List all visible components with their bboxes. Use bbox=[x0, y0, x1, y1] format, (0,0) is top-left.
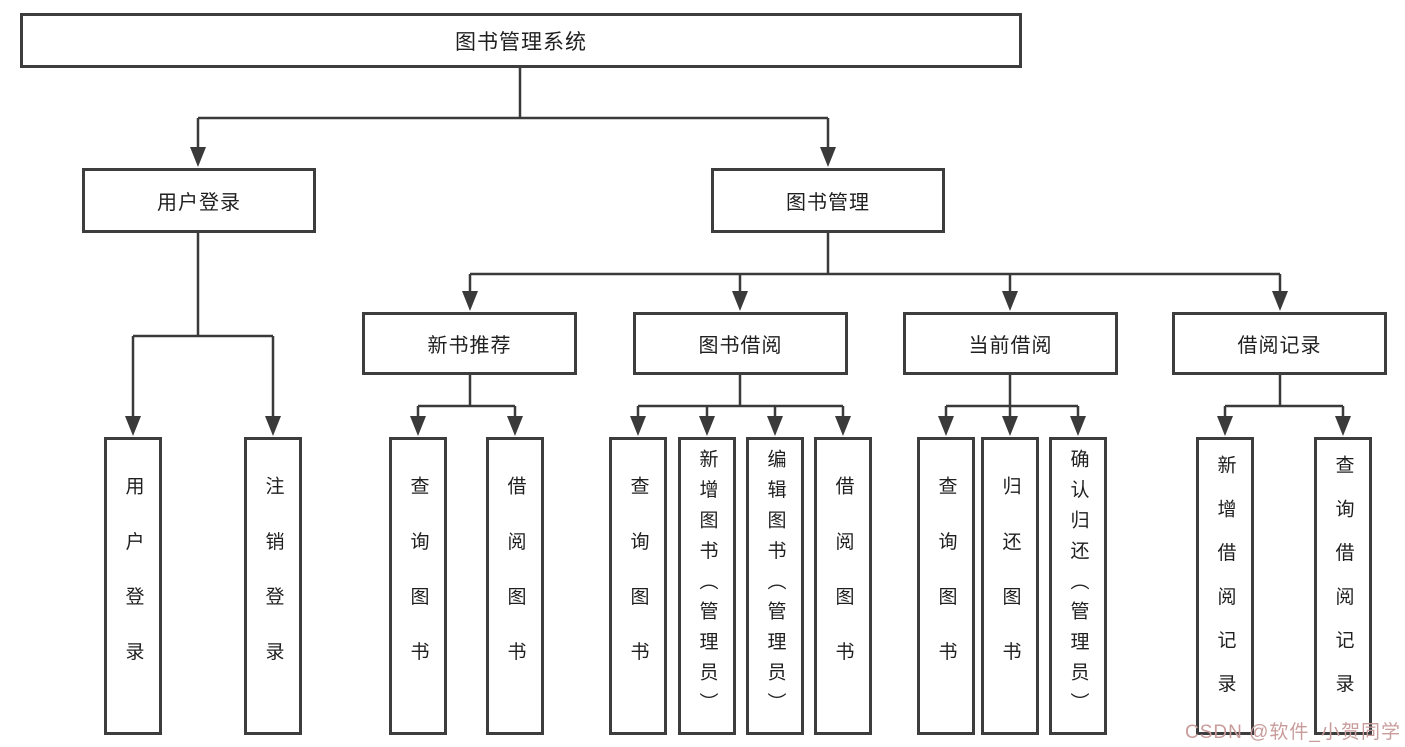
arrow-down-icon bbox=[507, 416, 523, 436]
node-current-borrow: 当前借阅 bbox=[903, 312, 1118, 375]
node-label: 借阅图书 bbox=[832, 475, 854, 697]
node-borrow-book-1: 借阅图书 bbox=[486, 437, 544, 735]
connector-borrow-record-to-children bbox=[1223, 375, 1345, 418]
arrow-down-icon bbox=[1070, 416, 1086, 436]
arrow-down-icon bbox=[125, 416, 141, 436]
connector-root-to-level2 bbox=[196, 68, 830, 150]
node-return-book: 归还图书 bbox=[981, 437, 1039, 735]
node-borrow-book-2: 借阅图书 bbox=[814, 437, 872, 735]
node-query-book-1: 查询图书 bbox=[389, 437, 447, 735]
node-label: 确认归还（管理员） bbox=[1067, 449, 1089, 723]
node-logout: 注销登录 bbox=[244, 437, 302, 735]
node-label: 查询图书 bbox=[935, 475, 957, 697]
node-add-book-admin: 新增图书（管理员） bbox=[678, 437, 736, 735]
arrow-down-icon bbox=[835, 416, 851, 436]
node-user-login: 用户登录 bbox=[104, 437, 162, 735]
arrow-down-icon bbox=[820, 147, 836, 167]
arrow-down-icon bbox=[630, 416, 646, 436]
arrow-down-icon bbox=[732, 291, 748, 311]
connector-book-borrow-to-children bbox=[636, 375, 845, 418]
arrow-down-icon bbox=[1217, 416, 1233, 436]
arrow-down-icon bbox=[938, 416, 954, 436]
node-label: 查询图书 bbox=[407, 475, 429, 697]
node-label: 归还图书 bbox=[999, 475, 1021, 697]
arrow-down-icon bbox=[190, 147, 206, 167]
node-label: 编辑图书（管理员） bbox=[764, 449, 786, 723]
arrow-down-icon bbox=[410, 416, 426, 436]
arrow-down-icon bbox=[265, 416, 281, 436]
node-book-management-group: 图书管理 bbox=[711, 168, 945, 233]
arrow-down-icon bbox=[1002, 416, 1018, 436]
arrow-down-icon bbox=[1002, 291, 1018, 311]
node-label: 新增借阅记录 bbox=[1214, 454, 1236, 718]
csdn-watermark: CSDN @软件_小贺同学 bbox=[1185, 722, 1401, 743]
node-edit-book-admin: 编辑图书（管理员） bbox=[746, 437, 804, 735]
node-label: 注销登录 bbox=[262, 475, 284, 697]
node-borrow-record: 借阅记录 bbox=[1172, 312, 1387, 375]
connector-book-mgmt-to-level3 bbox=[468, 233, 1282, 294]
node-library-system: 图书管理系统 bbox=[20, 13, 1022, 68]
arrow-down-icon bbox=[1272, 291, 1288, 311]
connector-user-login-to-children bbox=[131, 233, 275, 418]
arrow-down-icon bbox=[1335, 416, 1351, 436]
node-book-borrow: 图书借阅 bbox=[633, 312, 848, 375]
node-label: 用户登录 bbox=[122, 475, 144, 697]
node-user-login-group: 用户登录 bbox=[82, 168, 316, 233]
node-query-book-2: 查询图书 bbox=[609, 437, 667, 735]
node-add-borrow-record: 新增借阅记录 bbox=[1196, 437, 1254, 735]
node-label: 借阅图书 bbox=[504, 475, 526, 697]
node-label: 查询借阅记录 bbox=[1332, 454, 1354, 718]
connector-current-borrow-to-children bbox=[944, 375, 1080, 418]
arrow-down-icon bbox=[767, 416, 783, 436]
node-label: 新增图书（管理员） bbox=[696, 449, 718, 723]
arrow-down-icon bbox=[462, 291, 478, 311]
connector-new-book-to-children bbox=[416, 375, 517, 418]
node-confirm-return-admin: 确认归还（管理员） bbox=[1049, 437, 1107, 735]
arrow-down-icon bbox=[699, 416, 715, 436]
node-new-book-recommend: 新书推荐 bbox=[362, 312, 577, 375]
node-label: 查询图书 bbox=[627, 475, 649, 697]
node-query-book-3: 查询图书 bbox=[917, 437, 975, 735]
node-query-borrow-record: 查询借阅记录 bbox=[1314, 437, 1372, 735]
connector-arrowheads bbox=[125, 147, 1351, 436]
